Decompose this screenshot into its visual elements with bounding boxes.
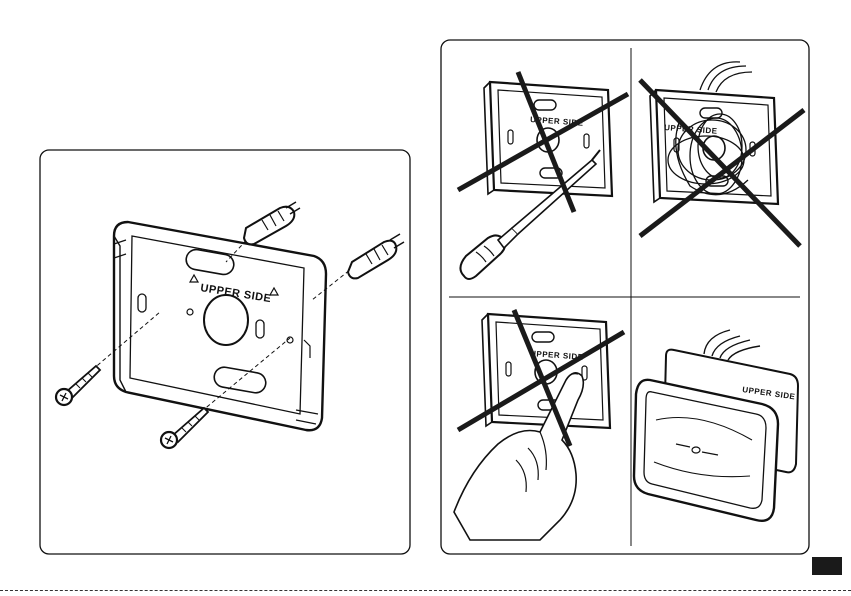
cell-correct-mount: UPPER SIDE [634,330,798,521]
mounting-plate: UPPER SIDE [114,222,326,430]
cell-no-coiled-wires: UPPER SIDE [640,62,804,246]
page-number-tab [812,557,842,575]
screw-icon [161,408,208,448]
cell-no-screwdriver: UPPER SIDE [458,72,628,279]
wall-plug-icon [348,234,404,278]
right-panel: UPPER SIDE UPPER SIDE [441,40,809,554]
cell-no-finger-press: UPPER SIDE [454,310,624,540]
screw-icon [56,366,100,405]
bottom-rule [0,590,851,591]
left-panel: UPPER SIDE [40,150,410,554]
wall-plug-icon [244,202,300,244]
